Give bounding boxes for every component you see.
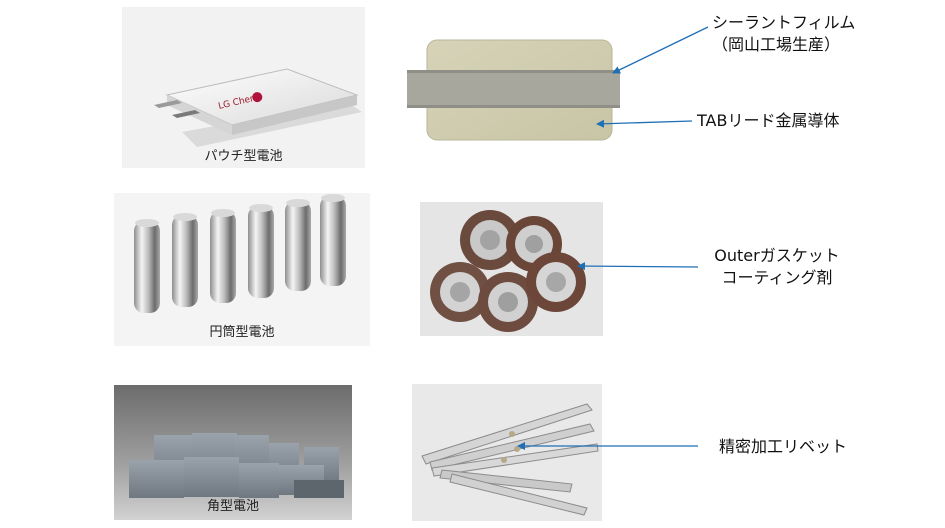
cylindrical-battery-caption: 円筒型電池 — [209, 325, 275, 340]
gasket-line2: コーティング剤 — [721, 268, 833, 287]
prismatic-battery-panel: 角型電池 — [114, 385, 352, 520]
gasket-line1: Outerガスケット — [714, 246, 840, 265]
cylindrical-battery-image — [134, 194, 346, 313]
cylindrical-battery-panel: 円筒型電池 — [114, 193, 370, 346]
sealant-film-line2: （岡山工場生産） — [712, 35, 841, 54]
prismatic-battery-image — [114, 385, 352, 520]
tab-lead-panel — [405, 36, 622, 142]
rivet-image — [412, 384, 602, 521]
rivet-panel — [412, 384, 602, 521]
tab-lead-label: TABリード金属導体 — [697, 111, 840, 130]
sealant-film-line1: シーラントフィルム — [712, 13, 856, 32]
rivet-label: 精密加工リベット — [719, 437, 848, 456]
prismatic-battery-caption: 角型電池 — [206, 499, 259, 514]
pouch-battery-caption: パウチ型電池 — [204, 149, 283, 164]
gasket-image — [420, 202, 603, 336]
gasket-label: Outerガスケット コーティング剤 — [712, 245, 842, 289]
sealant-film-label: シーラントフィルム （岡山工場生産） — [712, 12, 855, 56]
gasket-panel — [420, 202, 603, 336]
tab-lead-image — [407, 39, 620, 141]
arrow-sealant-film — [612, 26, 709, 74]
pouch-battery-panel: LG Chem パウチ型電池 — [122, 7, 365, 168]
pouch-battery-image: LG Chem — [122, 7, 365, 168]
